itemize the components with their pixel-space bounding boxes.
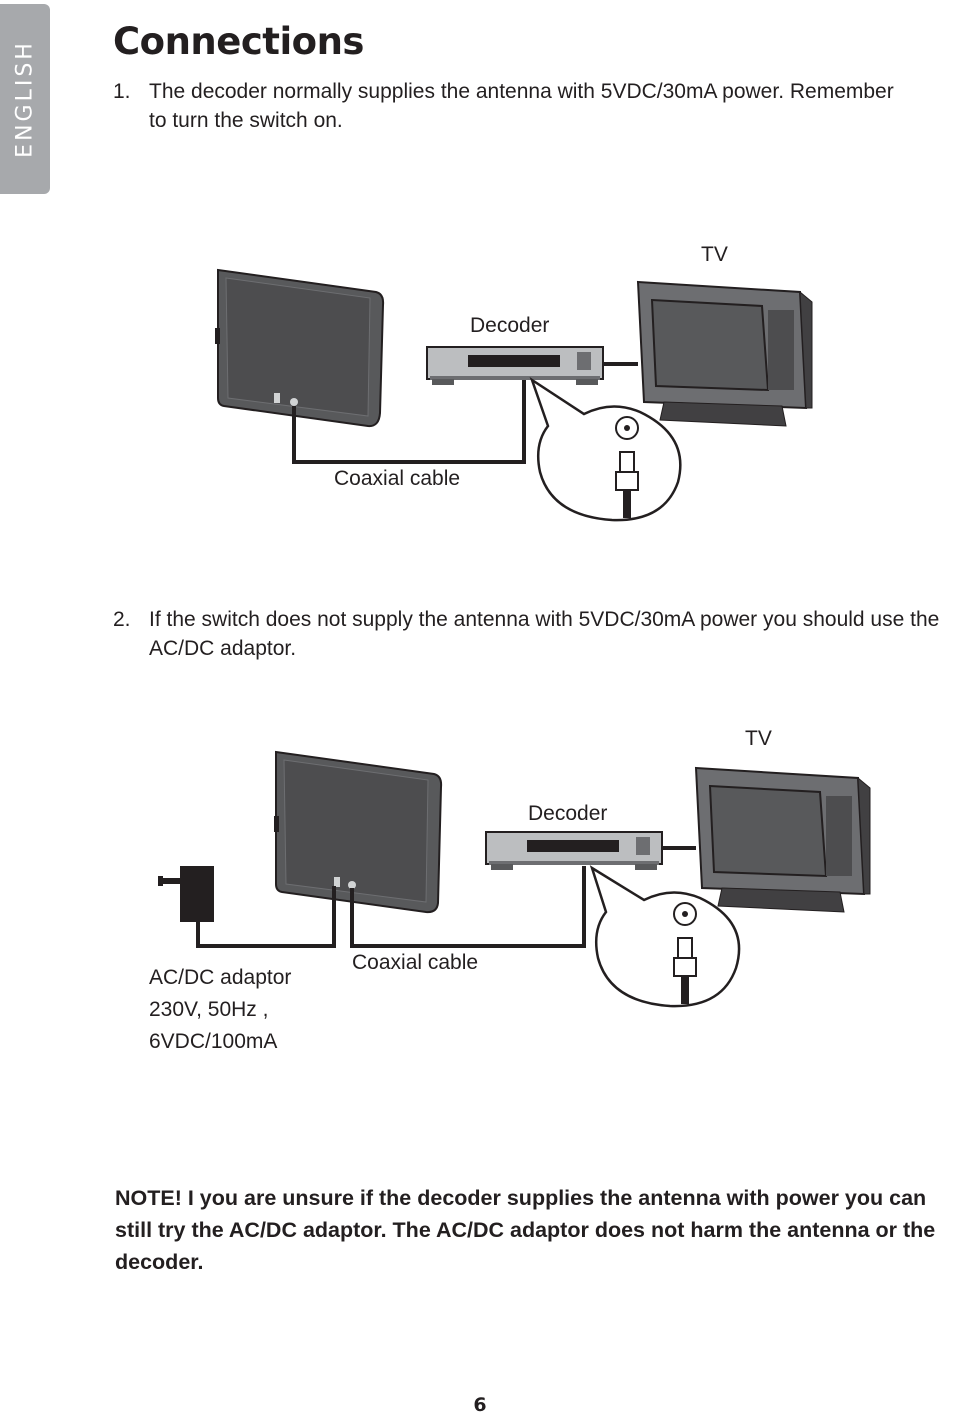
- language-tab: ENGLISH: [0, 4, 50, 194]
- tv-icon: [694, 766, 871, 913]
- adaptor-label-line-3: 6VDC/100mA: [149, 1030, 278, 1053]
- diagram1-tv-label: TV: [701, 243, 728, 266]
- decoder-icon: [426, 346, 604, 385]
- diagram2-tv-label: TV: [745, 727, 772, 750]
- step-1-number: 1.: [113, 80, 131, 103]
- decoder-icon: [485, 831, 663, 870]
- diagram-decoder-powered: [215, 268, 813, 522]
- diagram1-decoder-label: Decoder: [470, 314, 550, 337]
- tv-icon: [636, 280, 813, 427]
- note-text: NOTE! I you are unsure if the decoder su…: [115, 1186, 936, 1274]
- coaxial-cable-line: [196, 846, 696, 948]
- step-2-text: If the switch does not supply the antenn…: [149, 608, 940, 660]
- antenna-icon: [215, 268, 385, 428]
- page-title: Connections: [113, 20, 364, 63]
- antenna-icon: [274, 750, 443, 914]
- diagram-adaptor-powered: [158, 750, 871, 1008]
- adaptor-label-line-2: 230V, 50Hz ,: [149, 998, 269, 1021]
- diagram2-decoder-label: Decoder: [528, 802, 608, 825]
- diagram1-cable-label: Coaxial cable: [334, 467, 461, 490]
- step-1-text: The decoder normally supplies the antenn…: [149, 80, 894, 132]
- diagram2-cable-label: Coaxial cable: [352, 951, 479, 974]
- adaptor-icon: [158, 866, 214, 922]
- connector-callout: [589, 865, 741, 1008]
- adaptor-label-line-1: AC/DC adaptor: [149, 966, 292, 989]
- connector-callout: [529, 376, 682, 522]
- step-1: 1. The decoder normally supplies the ant…: [113, 77, 909, 135]
- step-2-number: 2.: [113, 608, 131, 631]
- language-label: ENGLISH: [12, 40, 38, 158]
- page-number: 6: [473, 1394, 487, 1416]
- coaxial-cable-line: [292, 362, 638, 464]
- step-2: 2. If the switch does not supply the ant…: [113, 605, 960, 663]
